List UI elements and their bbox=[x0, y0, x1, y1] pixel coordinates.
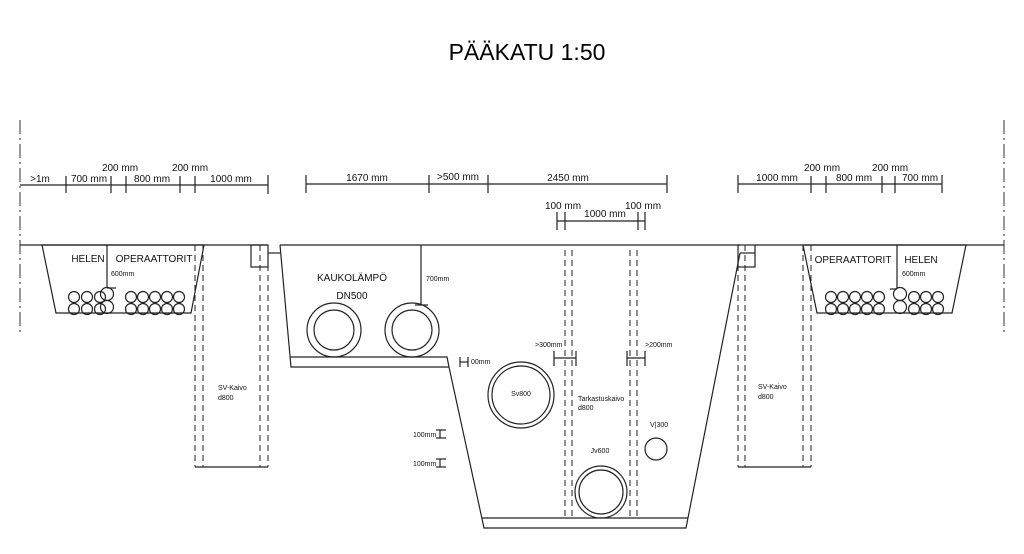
jv600-pipe: Jv600 bbox=[574, 448, 628, 519]
ground-line bbox=[20, 244, 1004, 254]
dim-label: 700 mm bbox=[71, 174, 107, 185]
dim-label: 200 mm bbox=[102, 163, 138, 174]
dim-label: 2450 mm bbox=[547, 173, 589, 184]
dim-label: 100 mm bbox=[545, 201, 581, 212]
depth-label: 600mm bbox=[111, 271, 135, 278]
drawing-title: PÄÄKATU 1:50 bbox=[449, 39, 606, 65]
dim-label: 100mm bbox=[413, 461, 437, 468]
operators-label: OPERAATTORIT bbox=[815, 255, 892, 266]
ledge-dimension: 00mm bbox=[459, 357, 491, 367]
pipe-label: Sv800 bbox=[511, 391, 531, 398]
left-sv-well: SV-Kaivo d800 bbox=[194, 244, 269, 468]
left-cable-trench: HELEN OPERAATTORIT 600mm bbox=[41, 244, 205, 316]
right-cable-trench: OPERAATTORIT HELEN 600mm bbox=[802, 244, 967, 316]
dim-label: 1000 mm bbox=[210, 174, 252, 185]
helen-label: HELEN bbox=[71, 254, 104, 265]
district-heating-label: KAUKOLÄMPÖ bbox=[317, 272, 387, 284]
dim-label: >1m bbox=[30, 174, 50, 185]
dim-label: 200 mm bbox=[172, 163, 208, 174]
district-heating-size: DN500 bbox=[336, 291, 368, 302]
dim-label: >500 mm bbox=[437, 172, 479, 183]
district-heating-pipes: KAUKOLÄMPÖ DN500 700mm bbox=[306, 245, 450, 358]
dim-label: 100mm bbox=[413, 432, 437, 439]
dim-label: 1000 mm bbox=[756, 173, 798, 184]
depth-label: 700mm bbox=[426, 276, 450, 283]
helen-label: HELEN bbox=[904, 255, 937, 266]
pipe-label: V|300 bbox=[650, 422, 668, 429]
well-name: SV-Kaivo bbox=[758, 384, 787, 391]
dim-label: >200mm bbox=[645, 342, 673, 349]
dim-label: 100 mm bbox=[625, 201, 661, 212]
well-size: d800 bbox=[758, 394, 774, 401]
cable-conduits bbox=[824, 286, 945, 316]
main-utility-trench bbox=[279, 244, 741, 529]
v300-pipe: V|300 bbox=[644, 422, 668, 461]
right-dimension-chain: 1000 mm 200 mm 800 mm 200 mm 700 mm bbox=[737, 163, 943, 193]
pipe-label: Jv600 bbox=[591, 448, 610, 455]
well-size: d800 bbox=[578, 405, 594, 412]
inspection-well-dimension-chain: 100 mm 1000 mm 100 mm bbox=[545, 201, 661, 230]
left-dimension-chain: >1m 700 mm 200 mm 800 mm 200 mm 1000 mm bbox=[20, 163, 269, 194]
right-sv-well: SV-Kaivo d800 bbox=[737, 244, 812, 468]
dim-label: >300mm bbox=[535, 342, 563, 349]
dim-label: 700 mm bbox=[902, 173, 938, 184]
well-size: d800 bbox=[218, 395, 234, 402]
depth-label: 600mm bbox=[902, 271, 926, 278]
inspection-well: Tarkastuskaivo d800 bbox=[564, 250, 638, 518]
spacing-dimensions: >300mm >200mm 100mm 100mm bbox=[413, 342, 673, 468]
sv800-pipe: Sv800 bbox=[487, 361, 555, 429]
dim-label: 200 mm bbox=[804, 163, 840, 174]
cable-conduits bbox=[67, 286, 186, 316]
center-dimension-chain: 1670 mm >500 mm 2450 mm bbox=[305, 172, 668, 193]
dim-label: 800 mm bbox=[836, 173, 872, 184]
operators-label: OPERAATTORIT bbox=[116, 254, 193, 265]
dim-label: 1000 mm bbox=[584, 209, 626, 220]
dim-label: 1670 mm bbox=[346, 173, 388, 184]
well-name: Tarkastuskaivo bbox=[578, 396, 624, 403]
well-name: SV-Kaivo bbox=[218, 385, 247, 392]
dim-label: 800 mm bbox=[134, 174, 170, 185]
dim-label: 200 mm bbox=[872, 163, 908, 174]
dim-label: 00mm bbox=[471, 359, 491, 366]
